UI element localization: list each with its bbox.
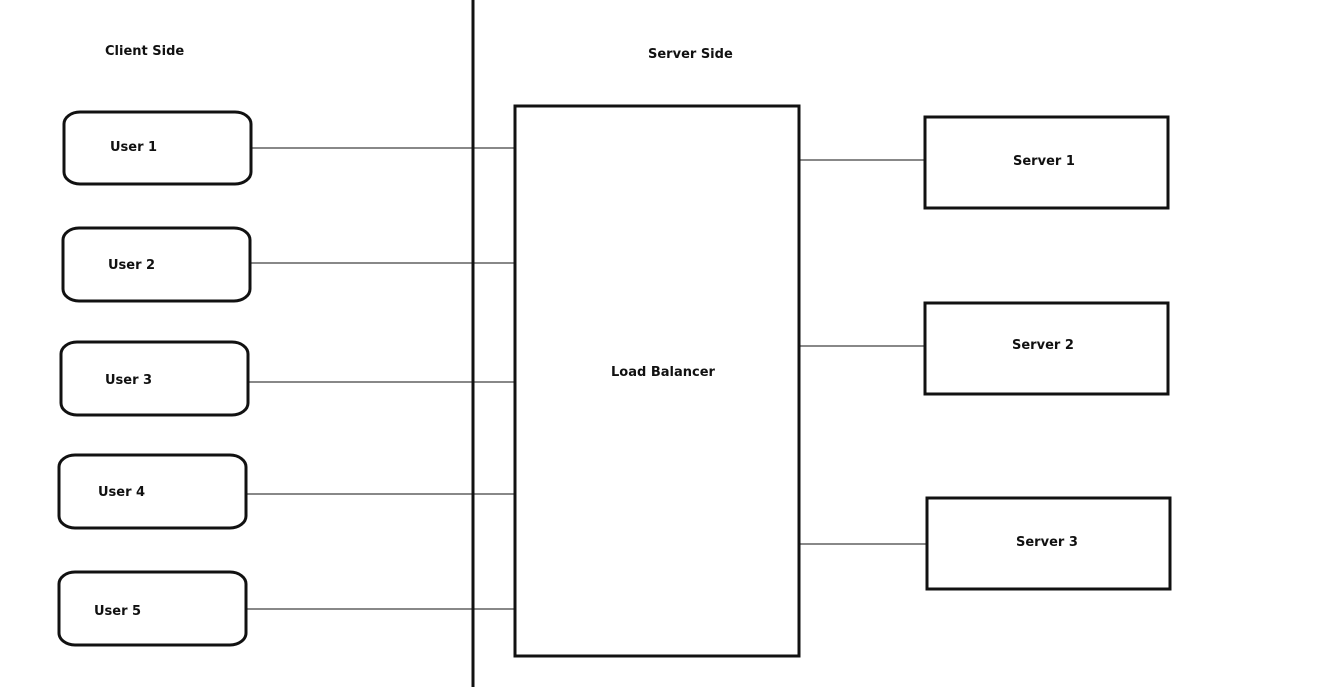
user-5-label: User 5 [94, 604, 142, 619]
load-balancer-label: Load Balancer [611, 365, 715, 380]
server-3-label: Server 3 [1016, 535, 1078, 550]
user-4-box [57, 453, 248, 530]
user-1-box [62, 110, 253, 186]
client-side-label: Client Side [105, 44, 185, 59]
server-3-box [925, 496, 1172, 591]
server-side-label: Server Side [648, 47, 733, 62]
server-2-label: Server 2 [1012, 338, 1074, 353]
user-3-box [59, 340, 250, 417]
user-2-label: User 2 [108, 258, 156, 273]
server-1-box [923, 115, 1170, 210]
user-3-label: User 3 [105, 373, 153, 388]
server-1-label: Server 1 [1013, 154, 1075, 169]
server-2-box [923, 301, 1170, 396]
user-4-label: User 4 [98, 485, 146, 500]
user-5-box [57, 570, 248, 647]
user-1-label: User 1 [110, 140, 158, 155]
load-balancer-box [513, 104, 801, 658]
user-2-box [61, 226, 252, 303]
